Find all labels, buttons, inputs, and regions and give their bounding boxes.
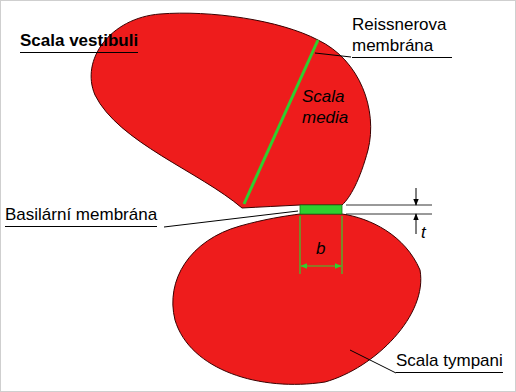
dimension-arrow	[416, 214, 417, 234]
lower-chamber	[173, 214, 421, 384]
extension-line	[341, 216, 342, 274]
extension-line	[299, 216, 300, 274]
extension-line	[346, 214, 432, 215]
membrane-label: Reissnerova membrána	[352, 14, 452, 58]
leader-line	[350, 350, 396, 373]
dimension-arrow	[301, 265, 341, 266]
membrane-label: Basilární membrána	[5, 204, 157, 227]
leader-line	[164, 211, 298, 227]
leader-line	[315, 53, 351, 57]
basilar-membrane	[300, 205, 342, 214]
chamber-label: Scala vestibuli	[20, 30, 138, 53]
chamber-label: Scala tympani	[396, 350, 503, 373]
dimension-label: t	[421, 222, 426, 243]
dimension-label: b	[316, 238, 325, 259]
chamber-label: Scala media	[302, 86, 357, 128]
dimension-arrow	[416, 188, 417, 205]
extension-line	[346, 205, 432, 206]
